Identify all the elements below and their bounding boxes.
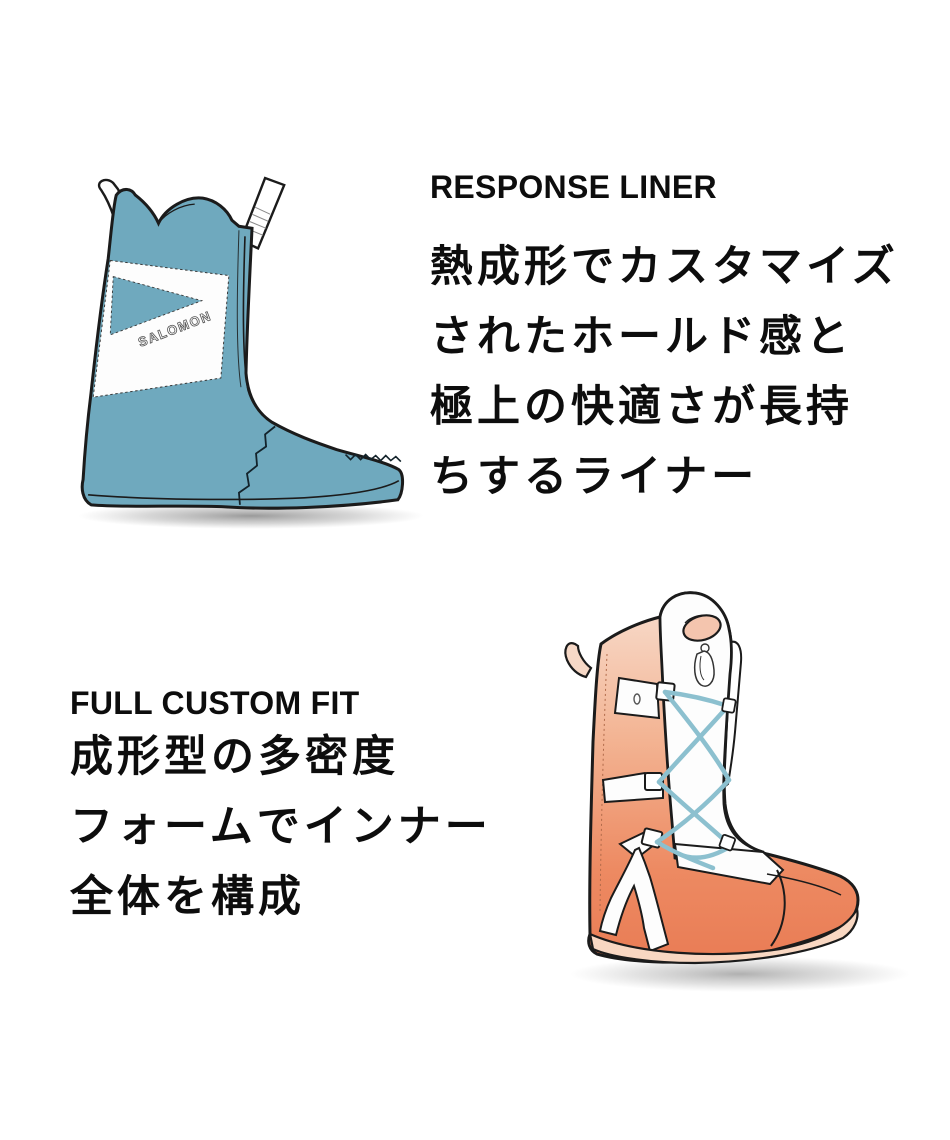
blue-boot-zigzag-stitch [237,425,276,505]
lace-lock-detail [699,655,705,681]
upper-lace-guide [613,676,661,720]
section-heading-full-custom-fit: FULL CUSTOM FIT [70,685,360,721]
body-line: 全体を構成 [70,873,305,921]
blue-boot-sole-line [88,479,400,501]
blue-boot-front-seam-outer [242,236,273,424]
orange-boot-handle-panel [658,591,769,876]
blue-liner-boot-illustration: SALOMON [78,176,424,529]
orange-boot-shadow [570,956,910,992]
instep-shade-line [766,873,842,896]
orange-liner-boot-illustration [564,591,910,992]
section-body-response-liner: 熱成形でカスタマイズ されたホールド感と 極上の快適さが長持 ちするライナー [430,232,899,512]
body-line: 熱成形でカスタマイズ [430,243,899,291]
orange-boot-sole [588,905,859,965]
heel-stripe [598,846,670,953]
blue-boot-collar-seam [157,203,195,224]
toe-seam [770,869,786,947]
section-body-full-custom-fit: 成形型の多密度 フォームでインナー 全体を構成 [70,722,492,932]
blue-boot-toe-stitch [344,453,402,463]
salomon-chevron [109,275,204,336]
body-line: 成形型の多密度 [70,733,399,781]
orange-boot-handle-hole [682,614,722,642]
blue-boot-strap-hatch [245,206,271,236]
right-hook-bottom [718,833,736,852]
orange-boot-handle-hole-shade [684,614,721,624]
upper-guide-eyelet [633,693,641,705]
blue-boot-shadow [78,502,424,529]
lace-lock-body [693,650,715,687]
blue-boot-front-seam-inner [236,230,242,388]
body-line: ちするライナー [430,453,759,501]
orange-boot-back-stitch [599,653,608,913]
right-hook-top [721,697,737,714]
body-line: フォームでインナー [70,803,492,851]
instep-band [673,842,785,886]
section-heading-response-liner: RESPONSE LINER [430,169,717,205]
orange-boot-pull-loop [564,642,593,679]
body-line: されたホールド感と [430,313,853,361]
body-line: 極上の快適さが長持 [430,383,853,431]
